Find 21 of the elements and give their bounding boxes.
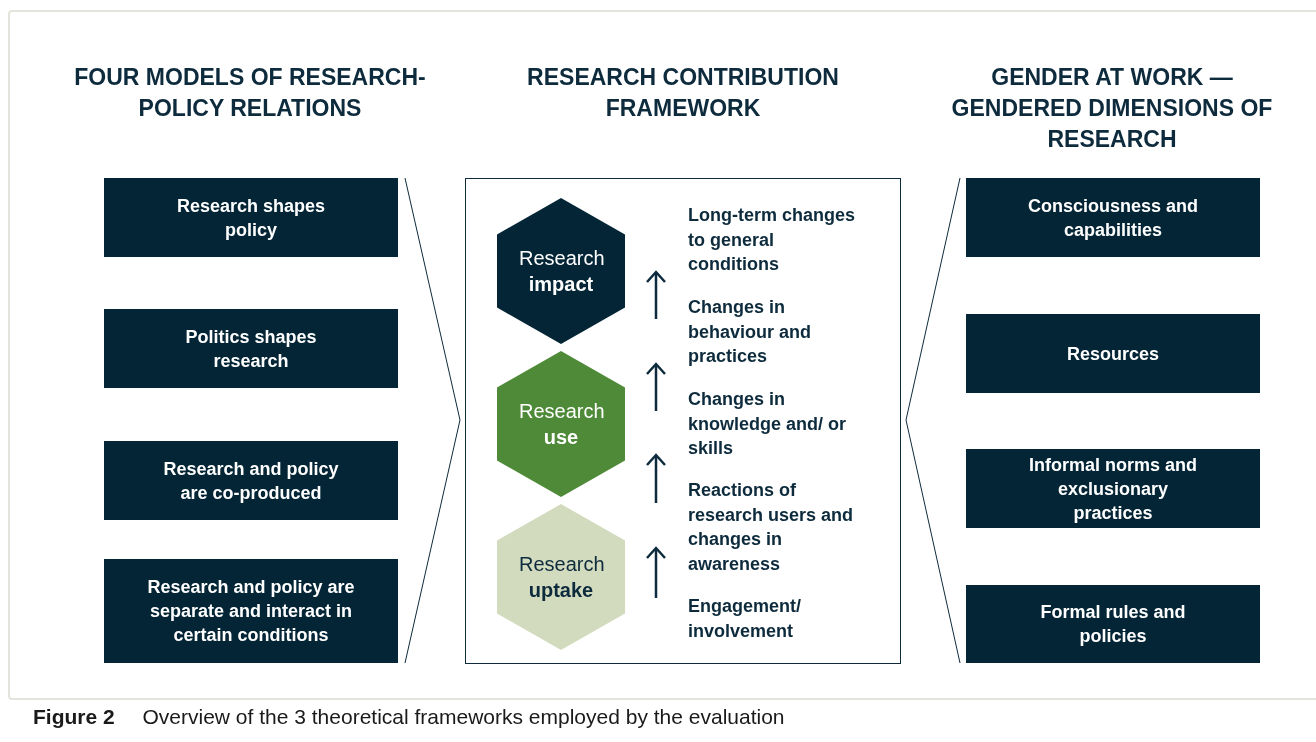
model-box: Politics shapes research xyxy=(104,309,398,388)
model-box: Research and policy are separate and interact in certain conditions xyxy=(104,559,398,663)
stage-label: Changes in knowledge and/ or skills xyxy=(688,388,848,460)
figure-caption: Figure 2 Overview of the 3 theoretical frameworks employed by the evaluation xyxy=(33,705,785,729)
hexagon-label: Research impact xyxy=(519,246,603,297)
column-heading: RESEARCH CONTRIBUTION FRAMEWORK xyxy=(526,63,840,123)
hexagon-label: Research uptake xyxy=(519,552,603,603)
model-box: Formal rules and policies xyxy=(966,585,1260,663)
column-heading: FOUR MODELS OF RESEARCH-POLICY RELATIONS xyxy=(73,63,427,123)
stage-label: Long-term changes to general conditions xyxy=(688,204,856,276)
model-box: Research and policy are co-produced xyxy=(104,441,398,520)
model-box: Consciousness and capabilities xyxy=(966,178,1260,257)
stage-label: Changes in behaviour and practices xyxy=(688,296,813,368)
hexagon-label: Research use xyxy=(519,399,603,450)
model-box: Research shapes policy xyxy=(104,178,398,257)
framework-frame xyxy=(465,178,901,664)
model-box: Informal norms and exclusionary practices xyxy=(966,449,1260,528)
stage-label: Engagement/ involvement xyxy=(688,595,803,643)
stage-label: Reactions of research users and changes in awareness xyxy=(688,479,855,576)
column-heading: GENDER AT WORK — GENDERED DIMENSIONS OF RESEARCH xyxy=(950,63,1274,154)
model-box: Resources xyxy=(966,314,1260,393)
